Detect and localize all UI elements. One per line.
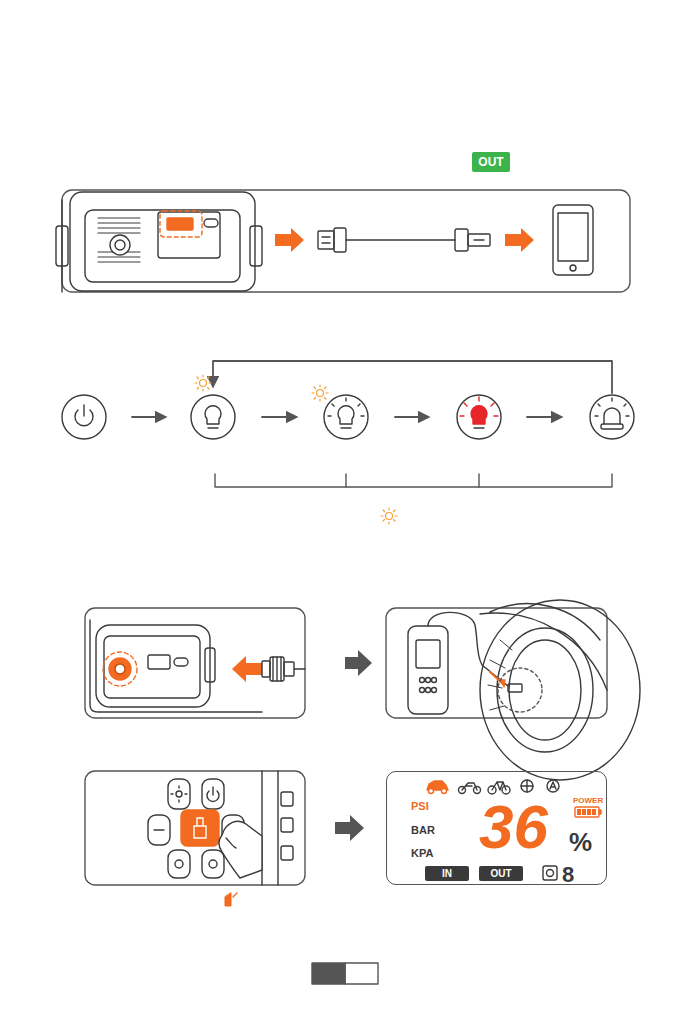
lcd-display: IN OUT PSI BAR KPA POWER 36% 8 — [386, 771, 607, 885]
light-mode-cycle — [62, 361, 634, 524]
indicator-text: IN — [442, 869, 452, 879]
vehicle-icons — [427, 780, 601, 880]
unit-label: BAR — [411, 825, 435, 836]
output-indicator: OUT — [479, 866, 523, 881]
output-badge: OUT — [472, 152, 510, 172]
indicator-text: OUT — [490, 869, 511, 879]
unit-label: KPA — [411, 848, 433, 859]
indicator-text: OUT — [478, 156, 503, 168]
page-number-box — [312, 963, 378, 984]
mode-digit: 8 — [562, 864, 574, 886]
power-label: POWER — [573, 797, 603, 805]
keypad-figure — [85, 771, 364, 906]
input-indicator: IN — [425, 866, 469, 881]
usb-output-figure — [56, 190, 630, 292]
hose-connection-figure — [85, 600, 640, 780]
unit-label: PSI — [411, 801, 429, 812]
pressure-reading: 36 — [479, 796, 548, 858]
percent-sign: % — [569, 829, 592, 855]
